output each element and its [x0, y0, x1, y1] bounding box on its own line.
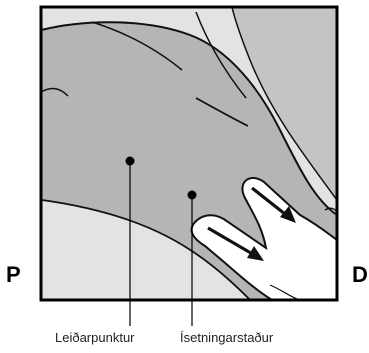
- distal-label: D: [352, 264, 368, 286]
- proximal-label: P: [6, 264, 21, 286]
- insertion-site-caption: Ísetningarstaður: [180, 331, 273, 344]
- guide-point-caption: Leiðarpunktur: [55, 331, 135, 344]
